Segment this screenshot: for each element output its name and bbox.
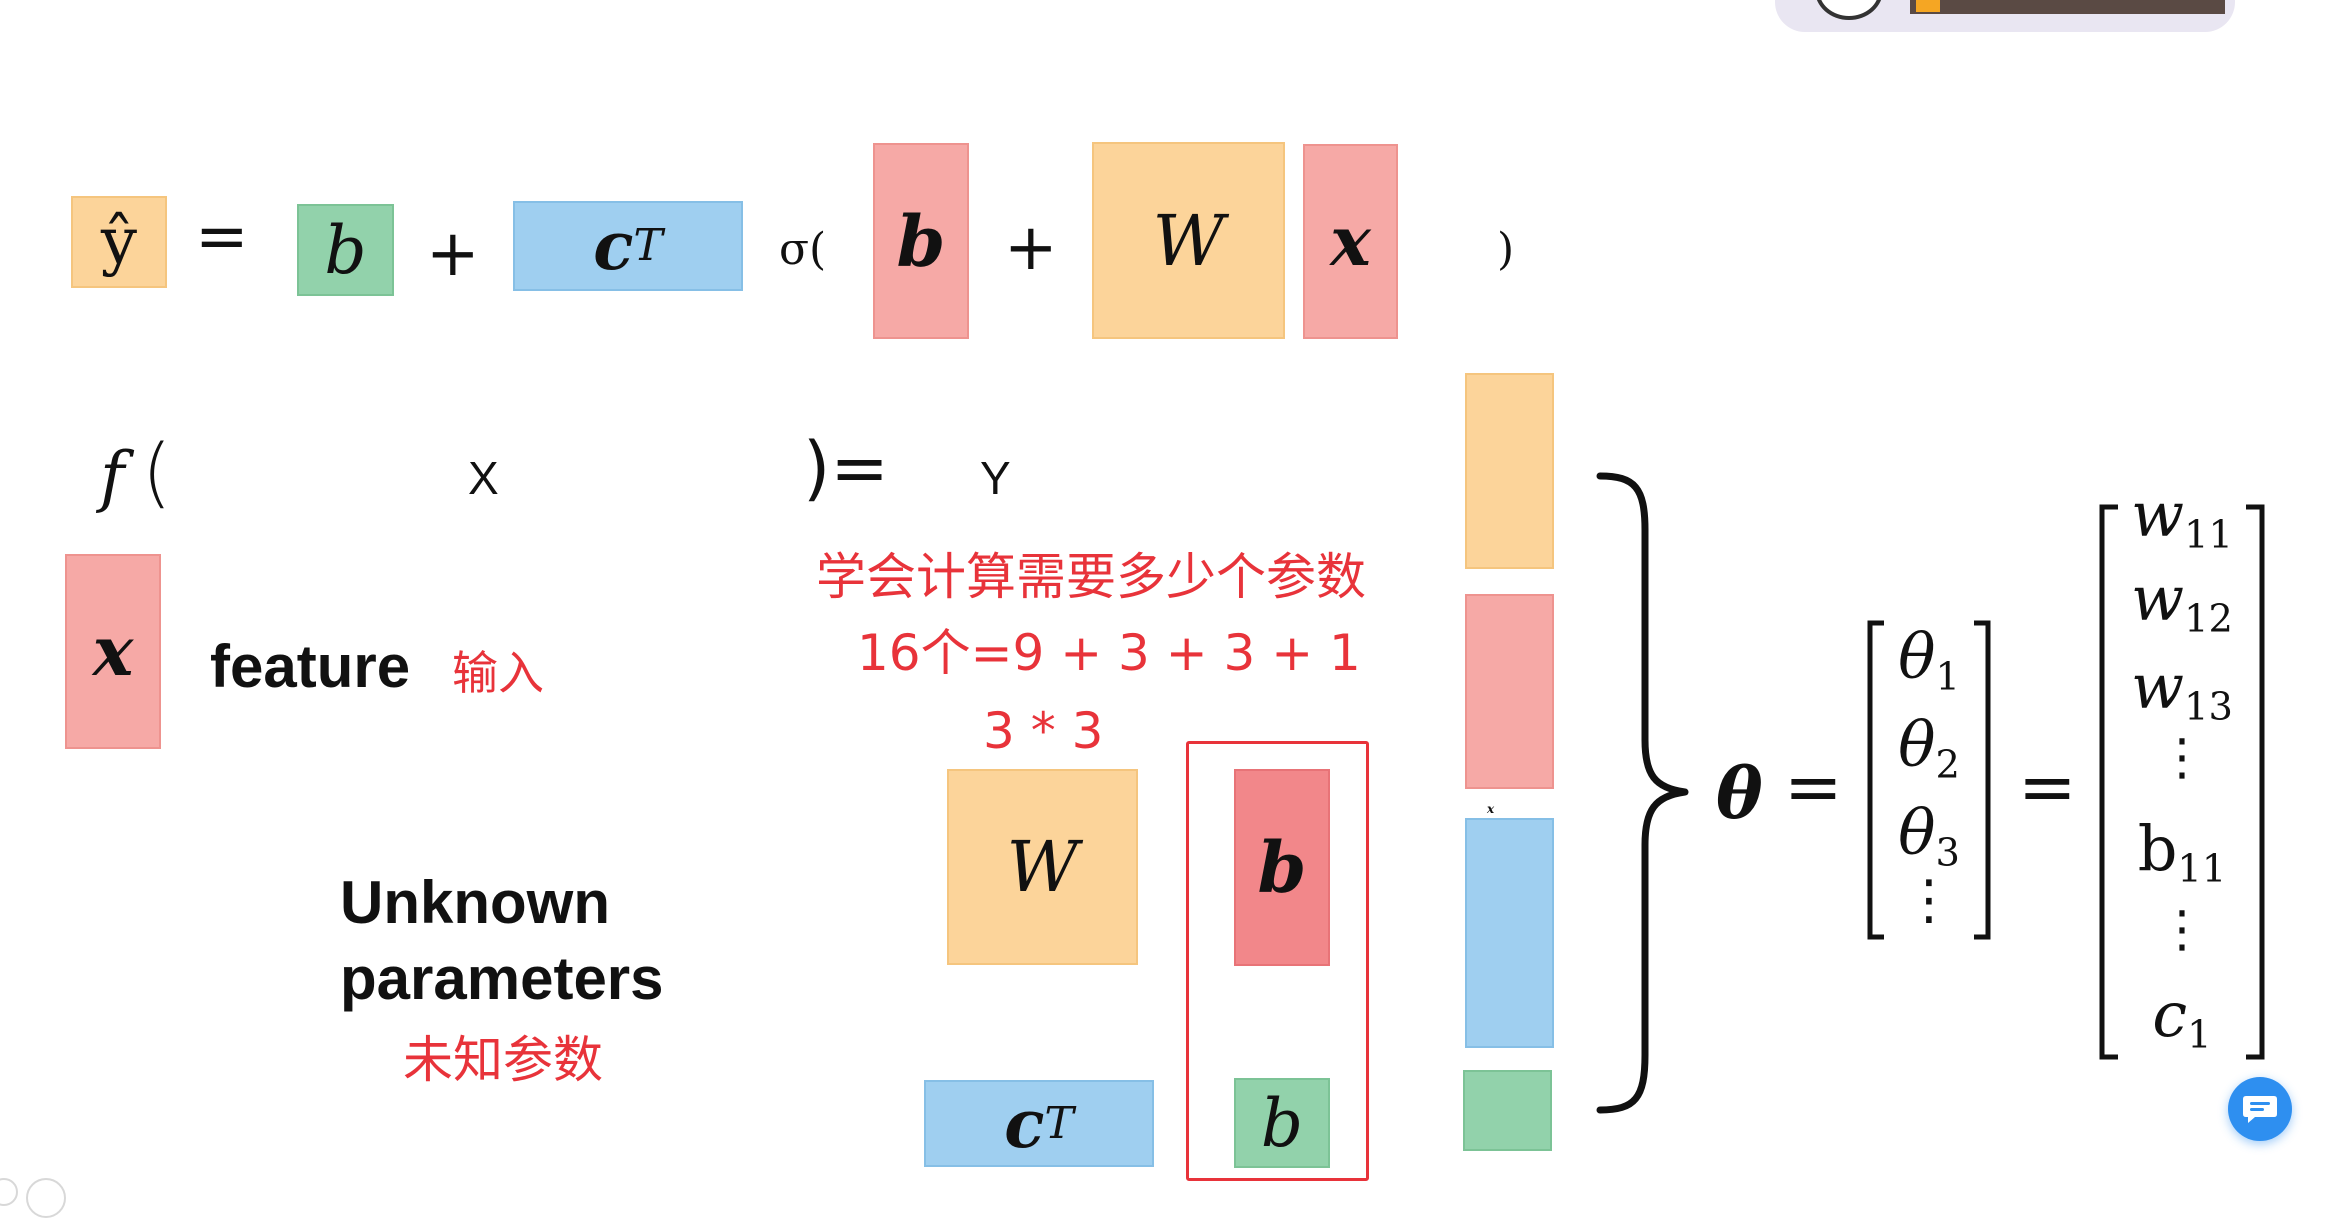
unknown-title-line1: Unknown: [340, 869, 610, 936]
bias-highlight-frame: [1186, 741, 1369, 1181]
question-annotation: 学会计算需要多少个参数: [816, 548, 1366, 606]
video-thumbnail: [1910, 0, 2225, 14]
param-b-symbol: b: [1260, 1084, 1304, 1162]
f-close-paren-equals: )=: [803, 427, 889, 509]
feature-x-symbol: x: [92, 611, 134, 692]
page-control-left[interactable]: [0, 1178, 18, 1206]
stack-red-segment: [1465, 594, 1554, 789]
param-w-symbol: W: [1006, 826, 1079, 908]
unknown-title-line2: parameters: [340, 945, 664, 1012]
c-symbol: c: [593, 207, 634, 285]
unknown-title-cn: 未知参数: [403, 1031, 603, 1089]
param-item: w12: [2131, 562, 2233, 642]
chat-icon: [2243, 1096, 2277, 1123]
param-equals: =: [2018, 746, 2077, 828]
sigma-open: σ(: [779, 224, 827, 275]
param-w-box: W: [947, 769, 1138, 965]
webcam-overlay: [1775, 0, 2235, 32]
curly-brace: [1596, 472, 1689, 1114]
theta-equals: =: [1784, 746, 1843, 828]
avatar: [1815, 0, 1883, 20]
param-item: w11: [2131, 478, 2233, 558]
theta-item: θ3: [1898, 796, 1960, 876]
feature-x-box: x: [65, 554, 161, 749]
inner-bias-box: b: [873, 143, 969, 339]
inner-bias-symbol: b: [896, 199, 946, 283]
input-x-symbol: x: [1330, 201, 1371, 282]
param-item: b11: [2137, 812, 2227, 892]
bias-b-symbol: b: [324, 211, 367, 289]
plus-sign-2: +: [1004, 211, 1058, 285]
theta-item: θ2: [1898, 708, 1960, 788]
chat-button[interactable]: [2228, 1077, 2292, 1141]
stack-green-segment: [1463, 1070, 1552, 1151]
param-item: c1: [2152, 978, 2212, 1058]
close-paren: ): [1497, 224, 1515, 275]
theta-right-bracket: [1974, 620, 1991, 940]
param-vector: w11 w12 w13 ⋮ b11 ⋮ c1: [2098, 478, 2266, 1060]
param-b-bold-symbol: b: [1257, 826, 1307, 909]
y-hat-symbol: ŷ: [100, 205, 138, 279]
param-b-box: b: [1234, 1078, 1330, 1168]
param-item: w13: [2131, 650, 2233, 730]
param-right-bracket: [2246, 504, 2265, 1060]
stack-blue-segment: [1465, 818, 1554, 1048]
bias-b-box: b: [297, 204, 394, 296]
f-symbol: f: [100, 438, 125, 515]
weight-w-symbol: W: [1152, 199, 1225, 282]
theta-symbol: θ: [1716, 752, 1763, 835]
stack-orange-segment: [1465, 373, 1554, 569]
param-left-bracket: [2099, 504, 2118, 1060]
param-vdots: ⋮: [2157, 900, 2207, 958]
page-control-right[interactable]: [26, 1178, 66, 1218]
equals-sign: =: [195, 200, 249, 274]
f-open-paren: (: [142, 427, 172, 516]
w-size-annotation: 3 * 3: [983, 702, 1104, 760]
input-x-box: x: [1303, 144, 1398, 339]
x-placeholder: X: [468, 452, 499, 504]
feature-label: feature: [210, 633, 411, 700]
y-placeholder: Y: [980, 452, 1011, 504]
theta-vdots: ⋮: [1902, 868, 1956, 931]
theta-vector: θ1 θ2 θ3 ⋮: [1866, 620, 1992, 940]
feature-label-cn: 输入: [452, 646, 544, 700]
stack-x-label: x: [1487, 802, 1495, 816]
param-c-symbol: c: [1004, 1084, 1045, 1163]
count-annotation: 16个=9 + 3 + 3 + 1: [857, 624, 1361, 682]
param-b-bold-box: b: [1234, 769, 1330, 966]
weight-w-box: W: [1092, 142, 1285, 339]
theta-left-bracket: [1867, 620, 1884, 940]
param-vdots: ⋮: [2157, 728, 2207, 786]
theta-item: θ1: [1898, 620, 1960, 700]
plus-sign: +: [426, 217, 480, 291]
y-hat-box: ŷ: [71, 196, 167, 288]
